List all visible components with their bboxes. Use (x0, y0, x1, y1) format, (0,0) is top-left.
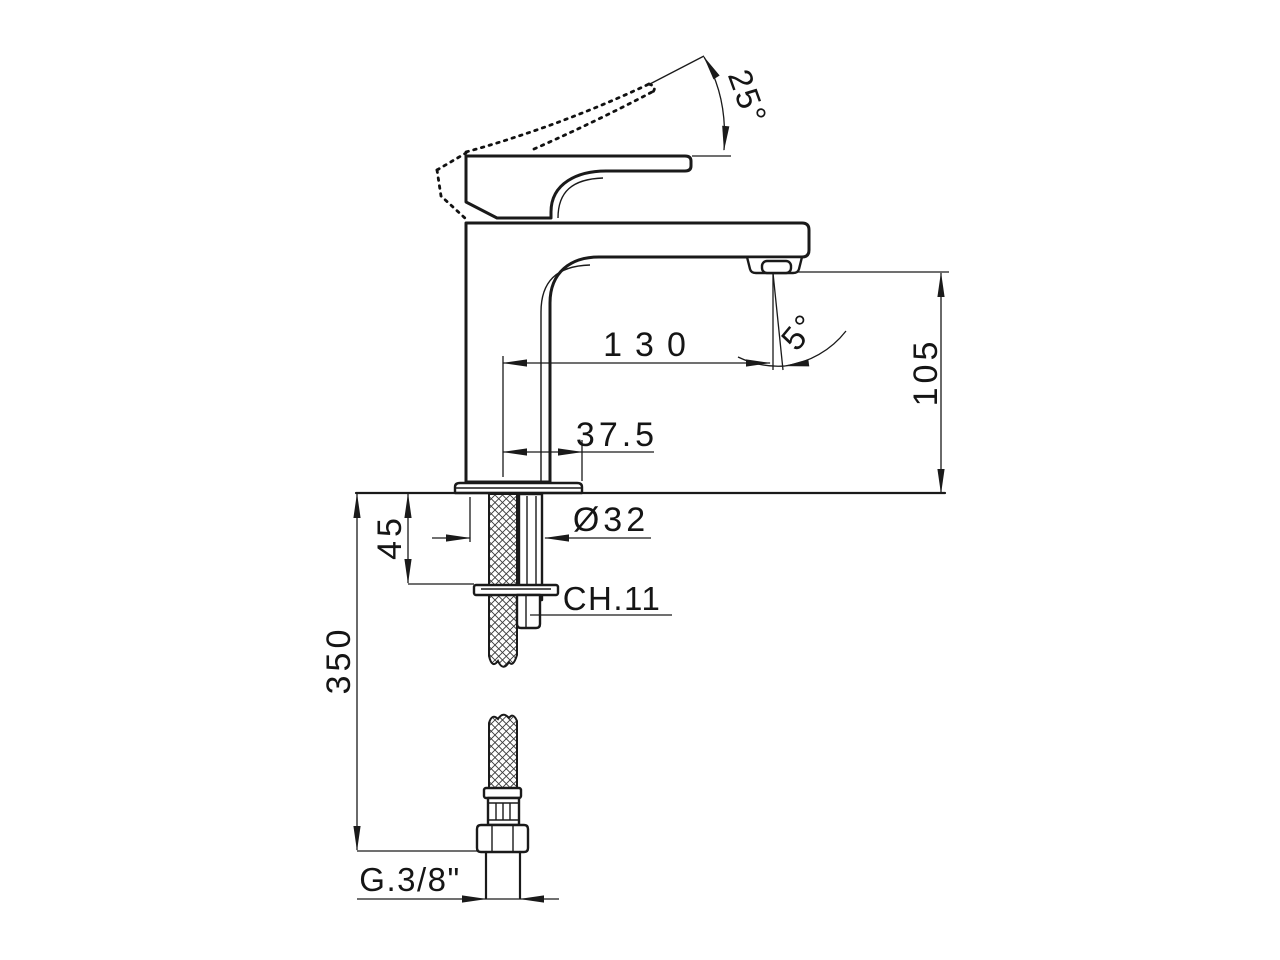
stream-angled-line (772, 272, 784, 371)
supply-hose-upper (488, 493, 518, 668)
spout-height-label: 105 (907, 338, 945, 407)
clamp-range-label: 45 (371, 514, 409, 560)
connection-tube (484, 850, 522, 900)
handle-angle-arc (703, 56, 730, 151)
faucet-outline (354, 154, 947, 495)
dim-spout-reach: 130 (502, 326, 771, 477)
open-handle-tip (647, 82, 656, 95)
mounting-stud-thread-lines (526, 496, 537, 598)
supply-hose-lower-assembly (475, 713, 530, 900)
handle-inner-curve (557, 177, 604, 219)
dim-spout-height: 105 (797, 271, 949, 494)
wrench-size-label: CH.11 (563, 580, 662, 617)
hole-diameter-label: Ø32 (573, 501, 649, 539)
handle-open-position-dashed (435, 82, 656, 221)
stream-angle-arc-tail (737, 356, 786, 367)
open-handle-base-edge (435, 168, 468, 221)
faucet-body-outline (464, 221, 811, 484)
dim-stream-angle: 5° (737, 272, 847, 371)
dim-handle-angle: 25° (647, 55, 775, 157)
supply-hose-lower (488, 713, 518, 790)
under-deck-assembly (472, 492, 560, 668)
hose-connection-nut (475, 823, 530, 854)
clamp-washer (472, 583, 560, 597)
open-handle-top-edge (464, 82, 651, 154)
dim-hole-diameter: Ø32 (432, 497, 651, 542)
fixing-nut (515, 593, 542, 630)
stream-angle-arc (784, 330, 847, 367)
connection-thread-label: G.3/8" (359, 861, 460, 898)
spout-inner-curve (540, 264, 591, 482)
base-offset-label: 37.5 (576, 416, 658, 454)
aerator-insert (760, 259, 793, 275)
dim-clamp-range: 45 (371, 493, 474, 585)
dim-base-offset: 37.5 (502, 416, 658, 481)
handle-lever-outline (464, 154, 693, 220)
dim-hose-length: 350 (320, 493, 477, 852)
dim-nut-wrench-size: CH.11 (530, 580, 672, 617)
dim-connection-thread: G.3/8" (357, 861, 559, 903)
open-handle-bottom-edge (532, 90, 654, 151)
spout-reach-label: 130 (603, 326, 699, 364)
hose-length-label: 350 (320, 626, 358, 695)
hose-crimp-ribs (489, 802, 518, 821)
handle-angle-label: 25° (721, 64, 775, 129)
open-handle-base-corner (435, 151, 468, 172)
handle-angle-reference-line (647, 55, 705, 86)
hose-ferrule (482, 786, 523, 800)
hose-connection-nut-facets (491, 826, 514, 851)
